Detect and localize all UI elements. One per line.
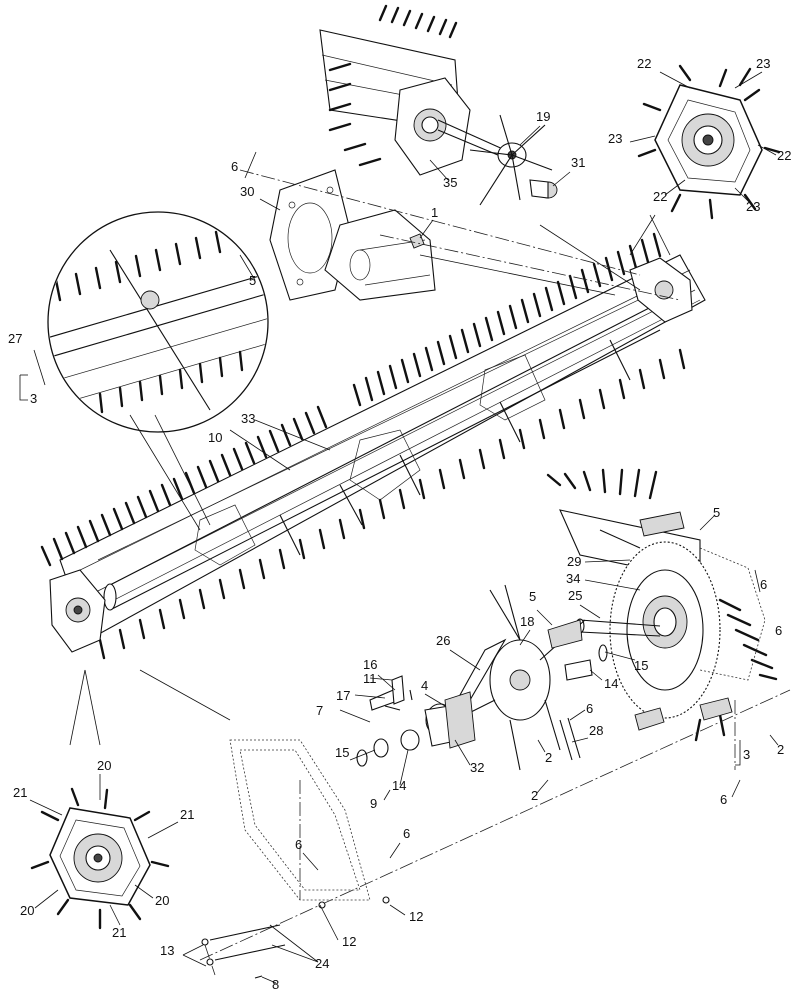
callout-14: 14 xyxy=(392,778,406,793)
callout-29: 29 xyxy=(567,554,581,569)
callout-12: 12 xyxy=(342,934,356,949)
callout-5: 5 xyxy=(529,589,536,604)
callout-21: 21 xyxy=(180,807,194,822)
callout-14: 14 xyxy=(604,676,618,691)
callout-5: 5 xyxy=(249,273,256,288)
callout-6: 6 xyxy=(403,826,410,841)
callout-7: 7 xyxy=(316,703,323,718)
callout-11: 11 xyxy=(363,671,377,686)
pins-bottom xyxy=(201,896,390,979)
callout-32: 32 xyxy=(470,760,484,775)
callout-28: 28 xyxy=(589,723,603,738)
spider-26-18 xyxy=(454,584,586,771)
callout-9: 9 xyxy=(370,796,377,811)
callout-20: 20 xyxy=(20,903,34,918)
callout-22: 22 xyxy=(777,148,791,163)
hex-detail-22-23 xyxy=(637,64,781,220)
callout-2: 2 xyxy=(545,750,552,765)
callout-33: 33 xyxy=(241,411,255,426)
callout-16: 16 xyxy=(363,657,377,672)
bracket-1 xyxy=(324,209,436,301)
callout-21: 21 xyxy=(112,925,126,940)
reel-assembly xyxy=(40,232,706,660)
top-reel-end xyxy=(319,4,558,206)
callout-31: 31 xyxy=(571,155,585,170)
callout-25: 25 xyxy=(568,588,582,603)
callout-labels: 1 2 2 2 3 3 4 5 5 5 5 6 6 6 6 6 6 6 6 7 … xyxy=(8,56,791,992)
callout-6: 6 xyxy=(720,792,727,807)
drive-end-assembly xyxy=(454,468,778,771)
guard-panel xyxy=(229,739,371,901)
callout-27: 27 xyxy=(8,331,22,346)
callout-19: 19 xyxy=(536,109,550,124)
upper-tines xyxy=(352,232,662,407)
callout-23: 23 xyxy=(608,131,622,146)
callout-5: 5 xyxy=(713,505,720,520)
callout-22: 22 xyxy=(653,189,667,204)
callout-13: 13 xyxy=(160,943,174,958)
callout-18: 18 xyxy=(520,614,534,629)
callout-4: 4 xyxy=(421,678,428,693)
left-upper-tines xyxy=(40,405,328,567)
callout-1: 1 xyxy=(431,205,438,220)
callout-3: 3 xyxy=(30,391,37,406)
spider-19 xyxy=(469,114,553,206)
callout-17: 17 xyxy=(336,688,350,703)
callout-30: 30 xyxy=(240,184,254,199)
hub-31 xyxy=(529,179,558,199)
callout-21: 21 xyxy=(13,785,27,800)
lower-tines xyxy=(98,348,686,660)
hex-detail-20-21 xyxy=(30,787,170,930)
callout-22: 22 xyxy=(637,56,651,71)
callout-6: 6 xyxy=(775,623,782,638)
leader-lines xyxy=(69,214,671,746)
callout-34: 34 xyxy=(566,571,580,586)
callout-15: 15 xyxy=(634,658,648,673)
callout-6: 6 xyxy=(586,701,593,716)
callout-15: 15 xyxy=(335,745,349,760)
callout-8: 8 xyxy=(272,977,279,992)
callout-3: 3 xyxy=(743,747,750,762)
callout-6: 6 xyxy=(295,837,302,852)
callout-6: 6 xyxy=(760,577,767,592)
callout-10: 10 xyxy=(208,430,222,445)
callout-24: 24 xyxy=(315,956,329,971)
callout-2: 2 xyxy=(777,742,784,757)
callout-12: 12 xyxy=(409,909,423,924)
callout-6: 6 xyxy=(231,159,238,174)
callout-20: 20 xyxy=(97,758,111,773)
callout-2: 2 xyxy=(531,788,538,803)
detail-circle-upper-left xyxy=(47,211,269,433)
small-parts-group xyxy=(356,675,476,767)
callout-26: 26 xyxy=(436,633,450,648)
centerlines xyxy=(199,169,791,976)
callout-20: 20 xyxy=(155,893,169,908)
callout-23: 23 xyxy=(756,56,770,71)
